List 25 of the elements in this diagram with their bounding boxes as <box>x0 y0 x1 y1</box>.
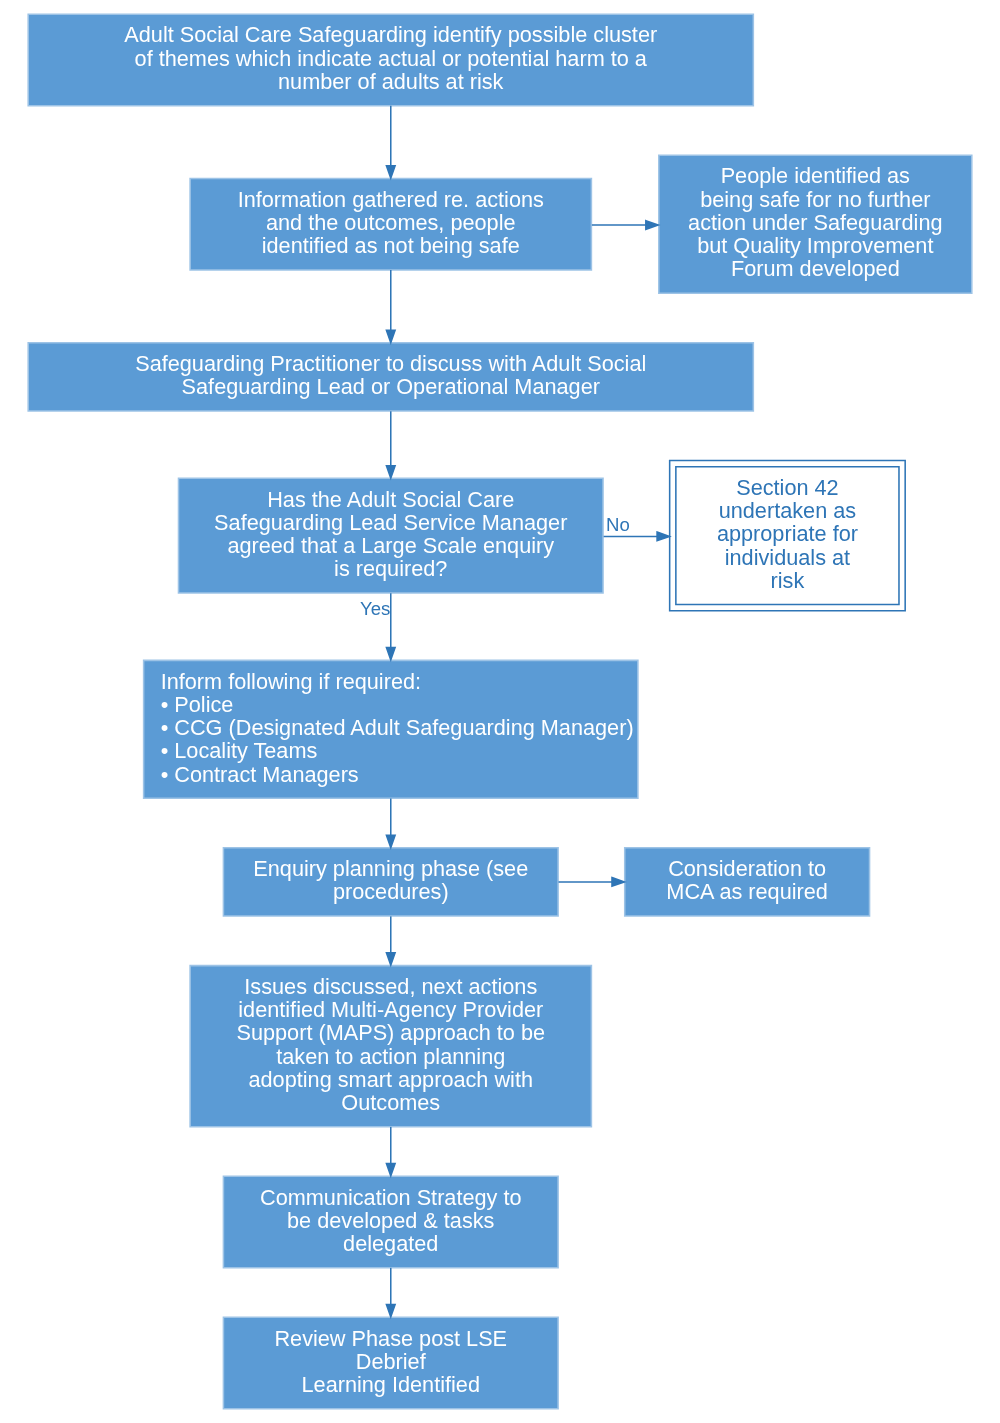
node-box: Inform following if required: • Police • CCG (Designated Adult Safeguarding Manager) • Locality Teams • Contract Managers <box>142 659 639 800</box>
arrow <box>385 269 397 346</box>
node-box: Consideration to MCA as required <box>623 847 871 917</box>
node-box: Safeguarding Practitioner to discuss with Adult Social Safeguarding Lead or Operational Manager <box>27 341 755 412</box>
node-box: Issues discussed, next actions identified Multi-Agency Provider Support (MAPS) approach to be taken to action planning adopting smart approach with Outcomes <box>189 964 593 1128</box>
arrow <box>385 410 397 481</box>
arrow <box>385 104 397 181</box>
arrow <box>385 1126 397 1179</box>
arrow <box>602 531 672 542</box>
node-box: Information gathered re. actions and the outcomes, people identified as not being safe <box>189 177 593 271</box>
node-box: Section 42 undertaken as appropriate for individuals at risk <box>668 459 906 612</box>
arrow <box>385 592 397 663</box>
arrow <box>385 797 397 850</box>
node-box: Enquiry planning phase (see procedures) <box>222 847 559 917</box>
node-box: Adult Social Care Safeguarding identify possible cluster of themes which indicate actual or potential harm to a number of adults at risk <box>27 13 755 107</box>
edge-label: No <box>606 514 630 536</box>
arrow <box>591 219 661 231</box>
arrow <box>385 1267 397 1320</box>
node-box: Review Phase post LSE Debrief Learning Identified <box>222 1316 559 1410</box>
arrow <box>557 876 627 888</box>
node-box: Communication Strategy to be developed & tasks delegated <box>222 1175 559 1269</box>
node-box: People identified as being safe for no further action under Safeguarding but Quality Improvement Forum developed <box>658 154 973 294</box>
node-box: Has the Adult Social Care Safeguarding Lead Service Manager agreed that a Large Scale enquiry is required? <box>177 477 604 594</box>
edge-label: Yes <box>360 598 391 620</box>
arrow <box>385 915 397 968</box>
